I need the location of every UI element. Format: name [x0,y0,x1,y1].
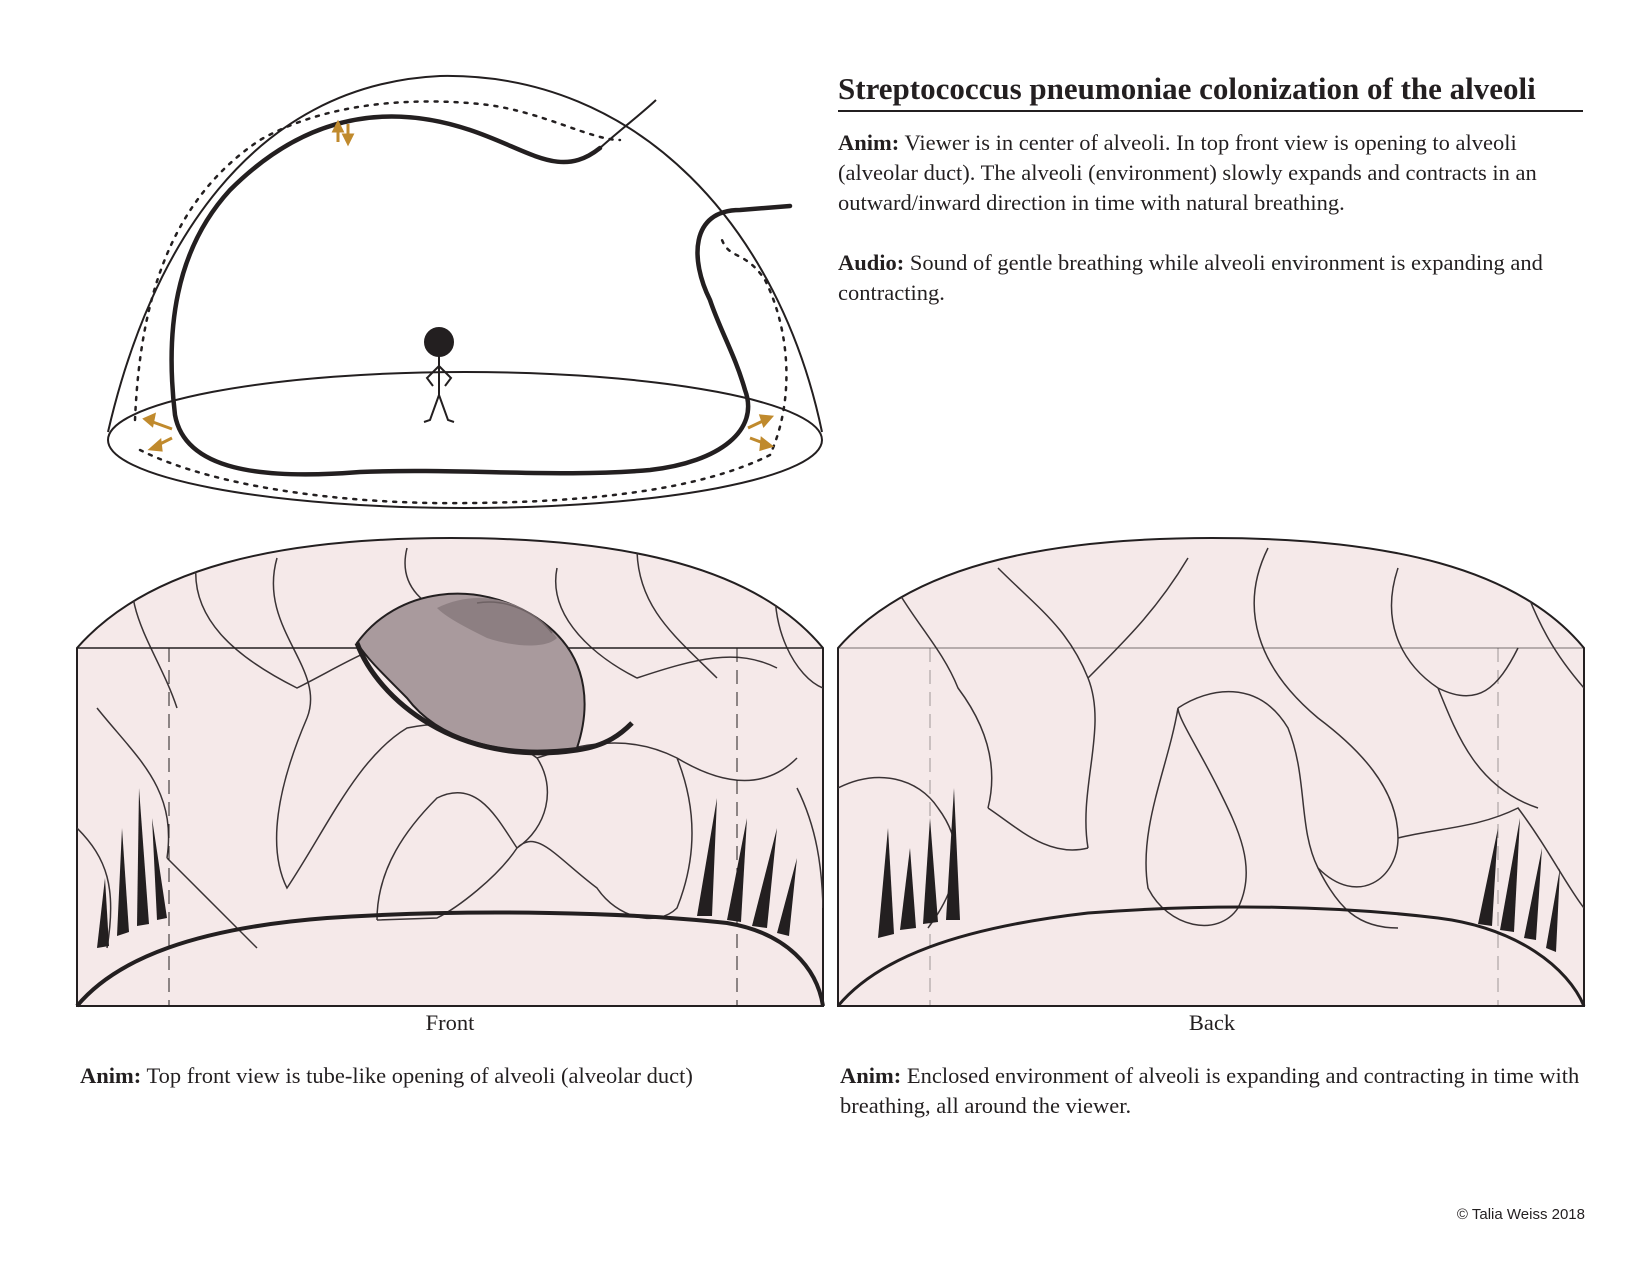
front-caption-text: Top front view is tube-like opening of a… [141,1063,693,1088]
viewer-figure [423,327,455,423]
cell-wall-lines-2 [77,787,823,949]
dome-floor-ellipse [107,371,823,509]
intro-anim-paragraph: Anim: Viewer is in center of alveoli. In… [838,128,1593,218]
tissue-lines [130,547,823,719]
expansion-arrows [142,119,775,452]
arrow-right-2 [749,436,767,446]
front-floor-ridge [75,910,825,1008]
anim-label: Anim: [838,130,900,155]
front-panel-illustration [75,536,825,1008]
back-caption-label: Anim: [840,1063,902,1088]
back-cilia [878,788,1560,952]
back-caption-text: Enclosed environment of alveoli is expan… [840,1063,1580,1118]
back-floor-ridge [836,905,1586,1007]
alveolar-wall [169,114,793,477]
copyright-notice: © Talia Weiss 2018 [1456,1206,1585,1223]
back-caption: Anim: Enclosed environment of alveoli is… [840,1061,1590,1121]
back-panel-illustration [836,536,1586,1007]
arrow-left-2 [155,436,173,448]
arrow-right-1 [747,418,766,430]
alveolar-duct-opening [354,592,634,756]
arrow-left-1 [149,419,173,431]
duct-wall-top [599,99,657,149]
back-panel-background [837,536,1585,1007]
front-caption: Anim: Top front view is tube-like openin… [80,1061,840,1091]
cell-wall-lines [96,707,798,949]
back-panel-label: Back [1188,1010,1236,1035]
page-title: Streptococcus pneumoniae colonization of… [838,70,1583,112]
dotted-membrane [133,100,788,505]
audio-text: Sound of gentle breathing while alveoli … [838,250,1543,305]
intro-audio-paragraph: Audio: Sound of gentle breathing while a… [838,248,1593,308]
dome-outline [107,74,823,433]
audio-label: Audio: [838,250,905,275]
front-panel-label: Front [425,1010,475,1035]
back-tissue-lines-2 [838,776,1584,929]
front-caption-label: Anim: [80,1063,142,1088]
front-cilia [97,788,797,948]
anim-text: Viewer is in center of alveoli. In top f… [838,130,1537,215]
